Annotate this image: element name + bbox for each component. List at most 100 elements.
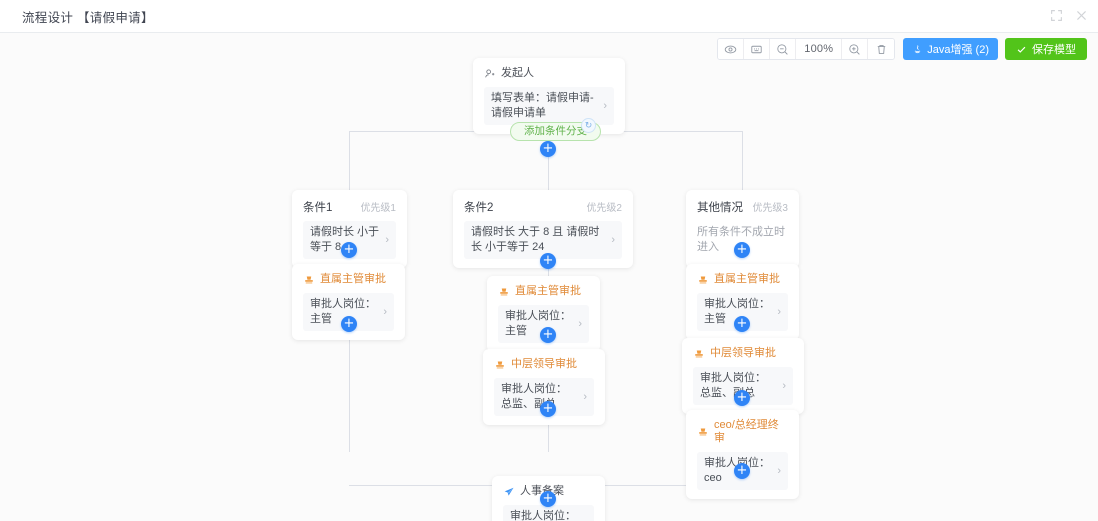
add-condition-branch-button[interactable]: 添加条件分支 [510,122,601,141]
connector-split-left [349,131,350,166]
add-node-branch3-3[interactable]: + [734,390,750,406]
fit-screen-button[interactable] [744,39,771,59]
condition-3-priority: 优先级3 [752,203,788,214]
expand-icon[interactable] [1050,9,1063,22]
chevron-right-icon: › [385,233,389,246]
node-approval-b3-role: 审批人岗位：主管 [704,298,770,325]
send-icon [503,486,515,498]
window-controls [1050,9,1088,22]
condition-1-name: 条件1 [303,202,333,214]
preview-button[interactable] [718,39,745,59]
java-enhance-button[interactable]: Java增强 (2) [903,38,998,60]
chevron-right-icon: › [383,305,387,318]
chevron-right-icon: › [782,379,786,392]
add-node-branch2-2[interactable]: + [540,327,556,343]
node-approval-b3-ceo[interactable]: ceo/总经理终审 审批人岗位：ceo › [686,410,799,499]
condition-2-expression: 请假时长 大于 8 且 请假时长 小于等于 24 [471,226,600,253]
eye-icon [725,45,737,53]
node-start-form: 填写表单：请假申请-请假申请单 [491,92,594,119]
add-node-branch3-2[interactable]: + [734,316,750,332]
add-node-branch2-1[interactable]: + [540,253,556,269]
toolbar-button-group: 100% [717,38,896,60]
save-model-label: 保存模型 [1032,44,1076,56]
add-node-branch1-1[interactable]: + [341,242,357,258]
canvas-toolbar: 100% Java增强 (2) [717,38,1087,60]
connector-b2-a [548,163,549,191]
node-hr-filing-body[interactable]: 审批人岗位：人事 › [503,505,594,521]
stamp-icon [303,274,315,286]
node-approval-b3-middle-title: 中层领导审批 [710,347,776,359]
stamp-icon [697,274,709,286]
chevron-right-icon: › [777,464,781,477]
add-node-after-start[interactable]: + [540,141,556,157]
node-approval-b2-header: 直属主管审批 [498,285,589,298]
condition-1-header: 条件1 优先级1 [303,199,396,215]
zoom-in-icon [849,43,860,55]
node-condition-2[interactable]: 条件2 优先级2 请假时长 大于 8 且 请假时长 小于等于 24 › [453,190,633,268]
connector-b1-c [349,309,350,452]
node-approval-b3-ceo-title: ceo/总经理终审 [714,419,779,444]
close-icon[interactable] [1075,9,1088,22]
condition-2-name: 条件2 [464,202,494,214]
chevron-right-icon: › [583,390,587,403]
node-approval-b2-middle-header: 中层领导审批 [494,358,594,371]
node-approval-b2-middle-title: 中层领导审批 [511,358,577,370]
node-condition-1[interactable]: 条件1 优先级1 请假时长 小于等于 8 › [292,190,407,268]
check-icon [1017,46,1026,53]
rotate-icon[interactable]: ↻ [581,118,596,133]
node-approval-b1-title: 直属主管审批 [320,273,386,285]
java-icon [915,44,921,53]
stamp-icon [498,286,510,298]
add-node-branch1-2[interactable]: + [341,316,357,332]
connector-b3-a [742,163,743,191]
page-title: 流程设计 【请假申请】 [22,10,154,25]
node-approval-b3-middle-body[interactable]: 审批人岗位：总监、副总 › [693,367,793,405]
condition-3-name: 其他情况 [697,202,743,214]
save-model-button[interactable]: 保存模型 [1005,38,1087,60]
chevron-right-icon: › [777,305,781,318]
zoom-in-button[interactable] [842,39,869,59]
delete-button[interactable] [868,39,895,59]
flow-canvas[interactable]: 100% Java增强 (2) [0,33,1098,521]
node-approval-b1-body[interactable]: 审批人岗位：主管 › [303,293,394,331]
node-approval-b3-middle-header: 中层领导审批 [693,347,793,360]
condition-3-expression: 所有条件不成立时进入 [697,226,785,253]
node-approval-b3-header: 直属主管审批 [697,273,788,286]
node-start-header: 发起人 [484,67,614,80]
node-start[interactable]: 发起人 填写表单：请假申请-请假申请单 › [473,58,625,134]
user-add-icon [484,68,496,80]
zoom-out-button[interactable] [770,39,797,59]
node-approval-b2-title: 直属主管审批 [515,285,581,297]
zoom-out-icon [777,43,788,55]
node-approval-b3-ceo-header: ceo/总经理终审 [697,419,788,445]
java-enhance-label: Java增强 (2) [927,44,989,56]
add-node-branch3-1[interactable]: + [734,242,750,258]
stamp-icon [494,359,506,371]
chevron-right-icon: › [611,233,615,246]
fit-screen-icon [751,45,762,53]
node-approval-b3-title: 直属主管审批 [714,273,780,285]
node-approval-b2-role: 审批人岗位：主管 [505,310,571,337]
trash-icon [877,44,885,54]
condition-1-expression: 请假时长 小于等于 8 [310,226,380,253]
condition-2-header: 条件2 优先级2 [464,199,622,215]
node-approval-b2-middle-body[interactable]: 审批人岗位：总监、副总 › [494,378,594,416]
zoom-level: 100% [796,39,843,59]
chevron-right-icon: › [603,99,607,112]
condition-1-priority: 优先级1 [360,203,396,214]
node-condition-2-body[interactable]: 请假时长 大于 8 且 请假时长 小于等于 24 › [464,221,622,259]
node-start-title: 发起人 [501,67,534,79]
node-hr-filing-role: 审批人岗位：人事 [510,510,576,521]
chevron-right-icon: › [578,317,582,330]
node-approval-b1-header: 直属主管审批 [303,273,394,286]
chevron-right-icon: › [583,517,587,521]
node-approval-b2-middle[interactable]: 中层领导审批 审批人岗位：总监、副总 › [483,349,605,425]
add-node-branch3-4[interactable]: + [734,463,750,479]
add-node-before-end[interactable]: + [540,491,556,507]
condition-3-header: 其他情况 优先级3 [697,199,788,215]
node-start-body[interactable]: 填写表单：请假申请-请假申请单 › [484,87,614,125]
condition-2-priority: 优先级2 [586,203,622,214]
node-approval-b1-role: 审批人岗位：主管 [310,298,376,325]
add-node-branch2-3[interactable]: + [540,401,556,417]
title-bar: 流程设计 【请假申请】 [0,0,1098,33]
